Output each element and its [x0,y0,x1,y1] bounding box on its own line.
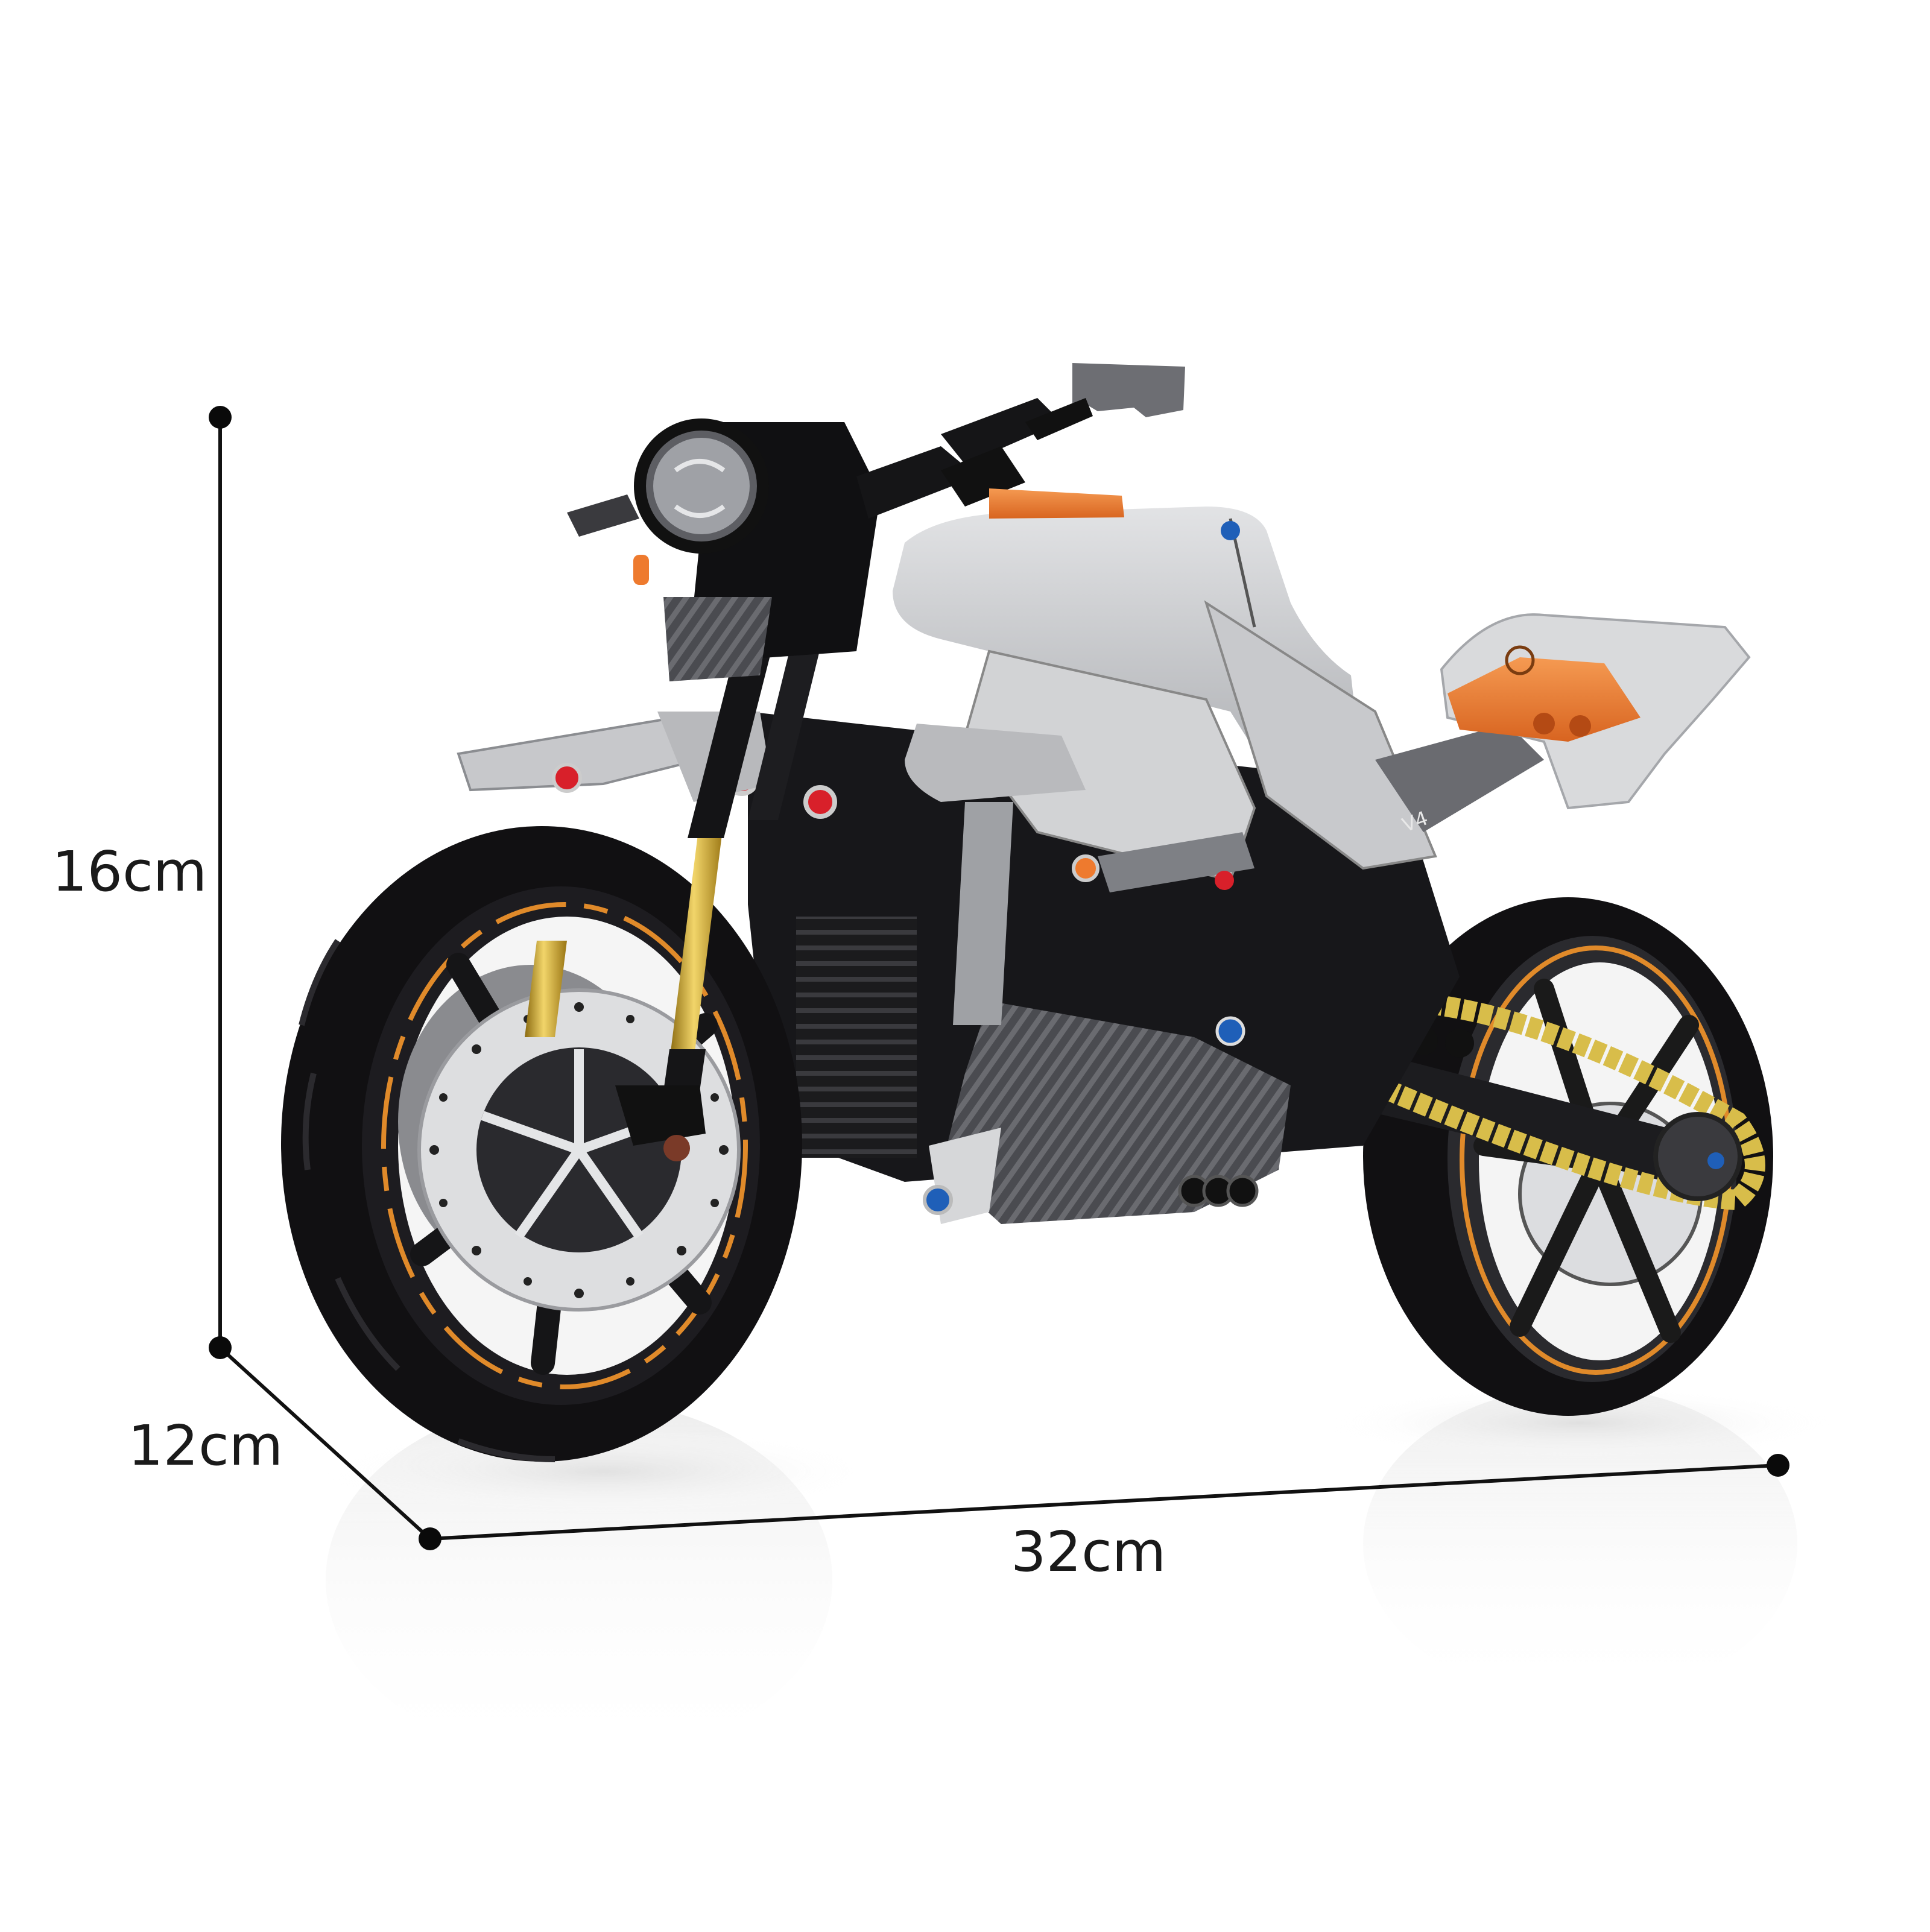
dot-marker-icon [209,1336,232,1359]
width-measure-line [429,1463,1779,1541]
headlight [634,418,769,554]
width-label: 32cm [1011,1520,1166,1584]
dimension-dots [209,406,1789,1550]
throttle-grip [989,488,1124,519]
depth-measure-line [218,1346,432,1541]
height-label: 16cm [52,839,207,904]
depth-label: 12cm [128,1413,283,1478]
front-wheel [281,826,802,1462]
dot-marker-icon [419,1527,441,1550]
motorcycle-body: V4 [748,507,1751,1224]
front-fork [525,363,1185,1161]
dot-marker-icon [1767,1454,1789,1477]
dimension-lines [218,417,1779,1541]
dot-marker-icon [209,406,232,429]
accent-pins [803,521,1245,1046]
floor-reflection [326,1387,1834,1761]
mirror [1072,363,1185,417]
